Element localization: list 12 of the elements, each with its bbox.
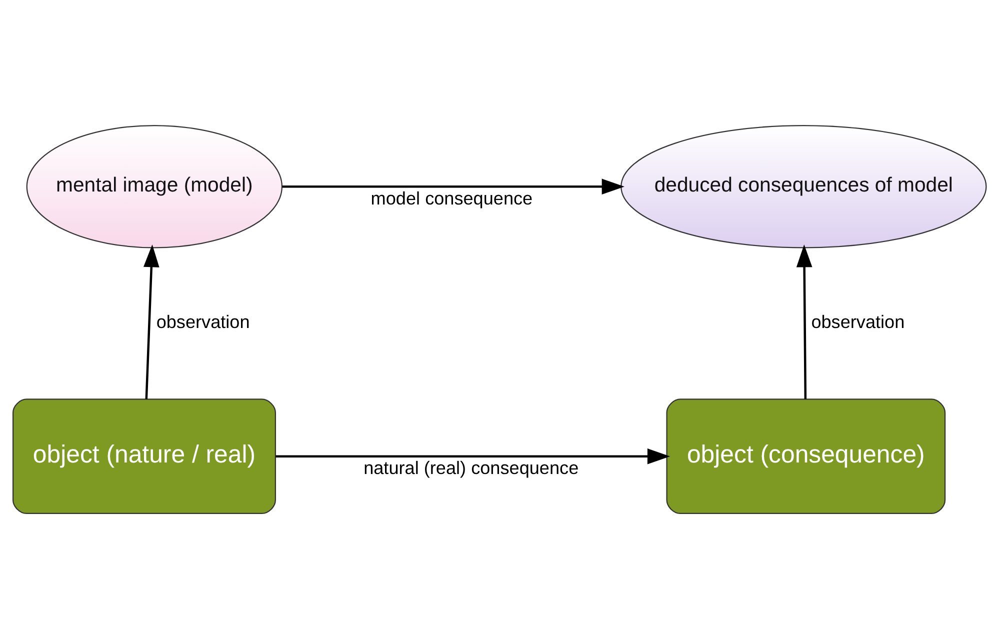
arrow xyxy=(276,448,670,464)
edge-label: observation xyxy=(156,311,250,332)
arrow xyxy=(796,244,812,399)
node-box: object (nature / real) xyxy=(12,398,276,514)
edge-label: natural (real) consequence xyxy=(364,458,579,478)
node-box: object (consequence) xyxy=(666,398,946,514)
edge-label: observation xyxy=(811,311,905,332)
node-ellipse: mental image (model) xyxy=(26,124,283,248)
arrow xyxy=(282,178,624,194)
node-ellipse: deduced consequences of model xyxy=(620,124,987,248)
arrow xyxy=(143,244,160,399)
edge-label: model consequence xyxy=(370,188,533,208)
